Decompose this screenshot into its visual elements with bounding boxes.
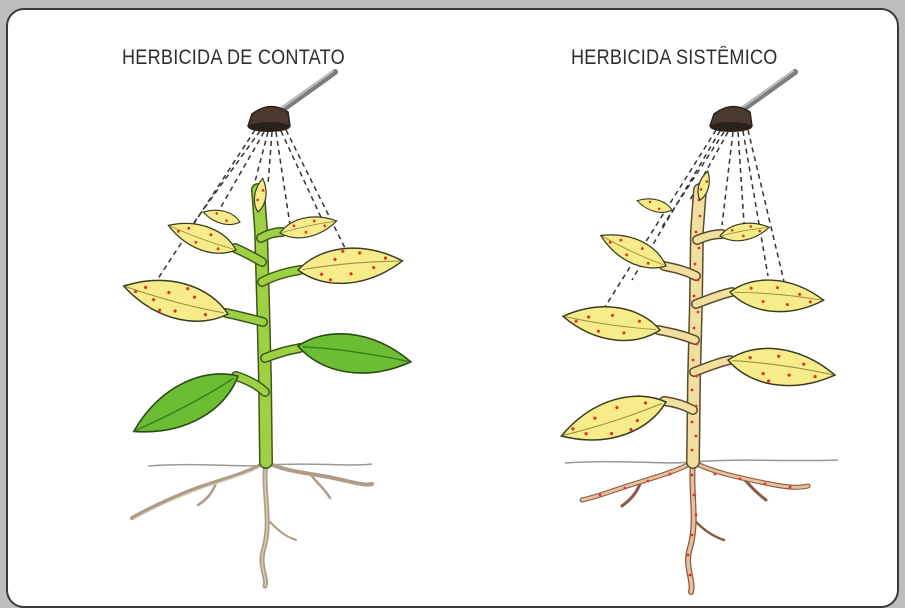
affected-leaf-lower-left bbox=[556, 385, 672, 454]
affected-leaf-mid-right bbox=[278, 212, 339, 243]
affected-leaf-small-left bbox=[202, 206, 242, 228]
contact-herbicide-plant bbox=[119, 71, 413, 586]
systemic-herbicide-plant bbox=[556, 71, 838, 592]
affected-leaf-lower-right bbox=[726, 342, 838, 392]
affected-leaf-mid-right-2 bbox=[729, 277, 825, 316]
spray-nozzle-right bbox=[710, 71, 795, 132]
affected-leaf-right bbox=[296, 244, 404, 288]
soil-line-right bbox=[565, 460, 838, 463]
spray-nozzle-left bbox=[248, 71, 335, 132]
roots-left-highlight bbox=[134, 464, 267, 586]
affected-leaf-upper-right bbox=[719, 219, 771, 244]
roots-left bbox=[132, 462, 372, 586]
affected-leaf-mid-left-2 bbox=[561, 300, 663, 346]
affected-leaf-small-right bbox=[636, 195, 674, 216]
healthy-leaf-lower-right bbox=[295, 327, 413, 380]
healthy-leaf-lower-left bbox=[125, 359, 248, 449]
roots-right bbox=[582, 462, 808, 592]
affected-leaf-large-left bbox=[119, 269, 233, 331]
